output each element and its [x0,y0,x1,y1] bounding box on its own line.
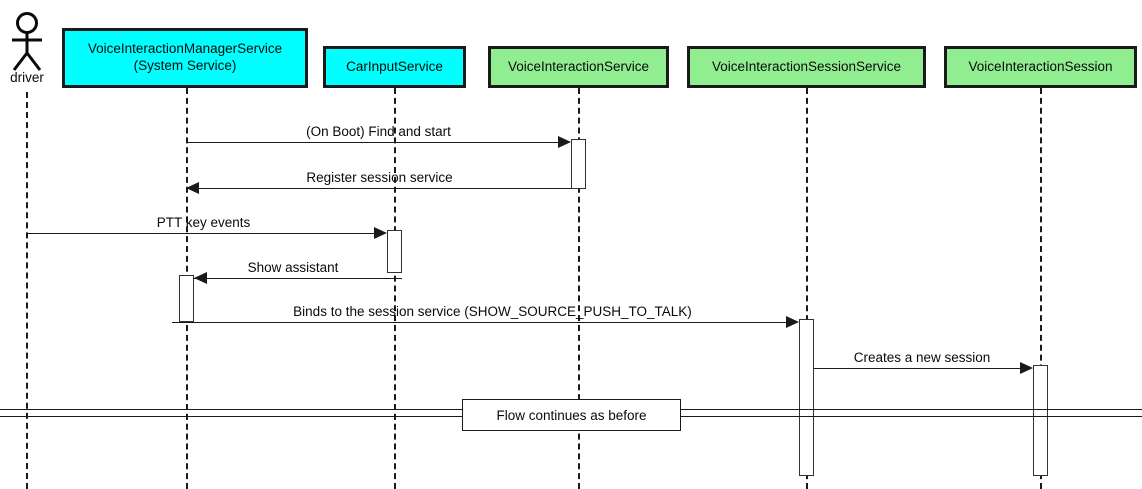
activation-bar-viss [799,319,814,476]
driver-actor [4,12,50,79]
activation-bar-vims [179,275,194,322]
message-label-m5: Binds to the session service (SHOW_SOURC… [293,304,692,319]
divider-box: Flow continues as before [462,399,681,431]
participant-box-vis[interactable]: VoiceInteractionService [488,46,669,88]
participant-box-carinput[interactable]: CarInputService [323,46,466,88]
divider-line-right-bottom [681,416,1142,417]
lifeline-driver [26,92,28,489]
lifeline-viss [806,88,808,489]
participant-label-carinput: CarInputService [346,58,443,74]
message-label-m6: Creates a new session [853,350,991,365]
lifeline-vis [578,88,580,489]
message-label-m2: Register session service [306,170,453,185]
message-arrowhead-m6 [1020,362,1033,374]
activation-bar-vised [1033,365,1048,476]
message-label-m4: Show assistant [247,260,339,275]
message-line-m3 [26,233,384,234]
participant-box-viss[interactable]: VoiceInteractionSessionService [687,46,926,88]
activation-bar-carinput [387,230,402,273]
message-arrowhead-m1 [558,136,571,148]
driver-actor-label: driver [10,70,44,85]
participant-label-vims: VoiceInteractionManagerService (System S… [87,41,283,73]
divider-label: Flow continues as before [496,407,647,423]
message-arrowhead-m5 [786,316,799,328]
lifeline-carinput [394,88,396,489]
stick-figure-icon [12,12,42,71]
participant-label-viss: VoiceInteractionSessionService [711,58,902,74]
participant-label-vis: VoiceInteractionService [507,58,650,74]
participant-label-vised: VoiceInteractionSession [968,58,1113,74]
message-label-m1: (On Boot) Find and start [306,124,451,139]
divider-line-right-top [681,409,1142,410]
message-line-m6 [814,368,1030,369]
participant-box-vims[interactable]: VoiceInteractionManagerService (System S… [62,28,308,88]
activation-bar-vis [571,139,586,189]
divider-line-left-top [0,409,462,410]
message-line-m4 [194,278,402,279]
participant-box-vised[interactable]: VoiceInteractionSession [944,46,1137,88]
message-line-m1 [186,142,568,143]
message-line-m2 [186,188,571,189]
divider-line-left-bottom [0,416,462,417]
lifeline-vised [1040,88,1042,489]
message-line-m5 [172,322,796,323]
message-label-m3: PTT key events [156,215,251,230]
message-arrowhead-m3 [374,227,387,239]
message-arrowhead-m4 [194,272,207,284]
message-arrowhead-m2 [186,182,199,194]
